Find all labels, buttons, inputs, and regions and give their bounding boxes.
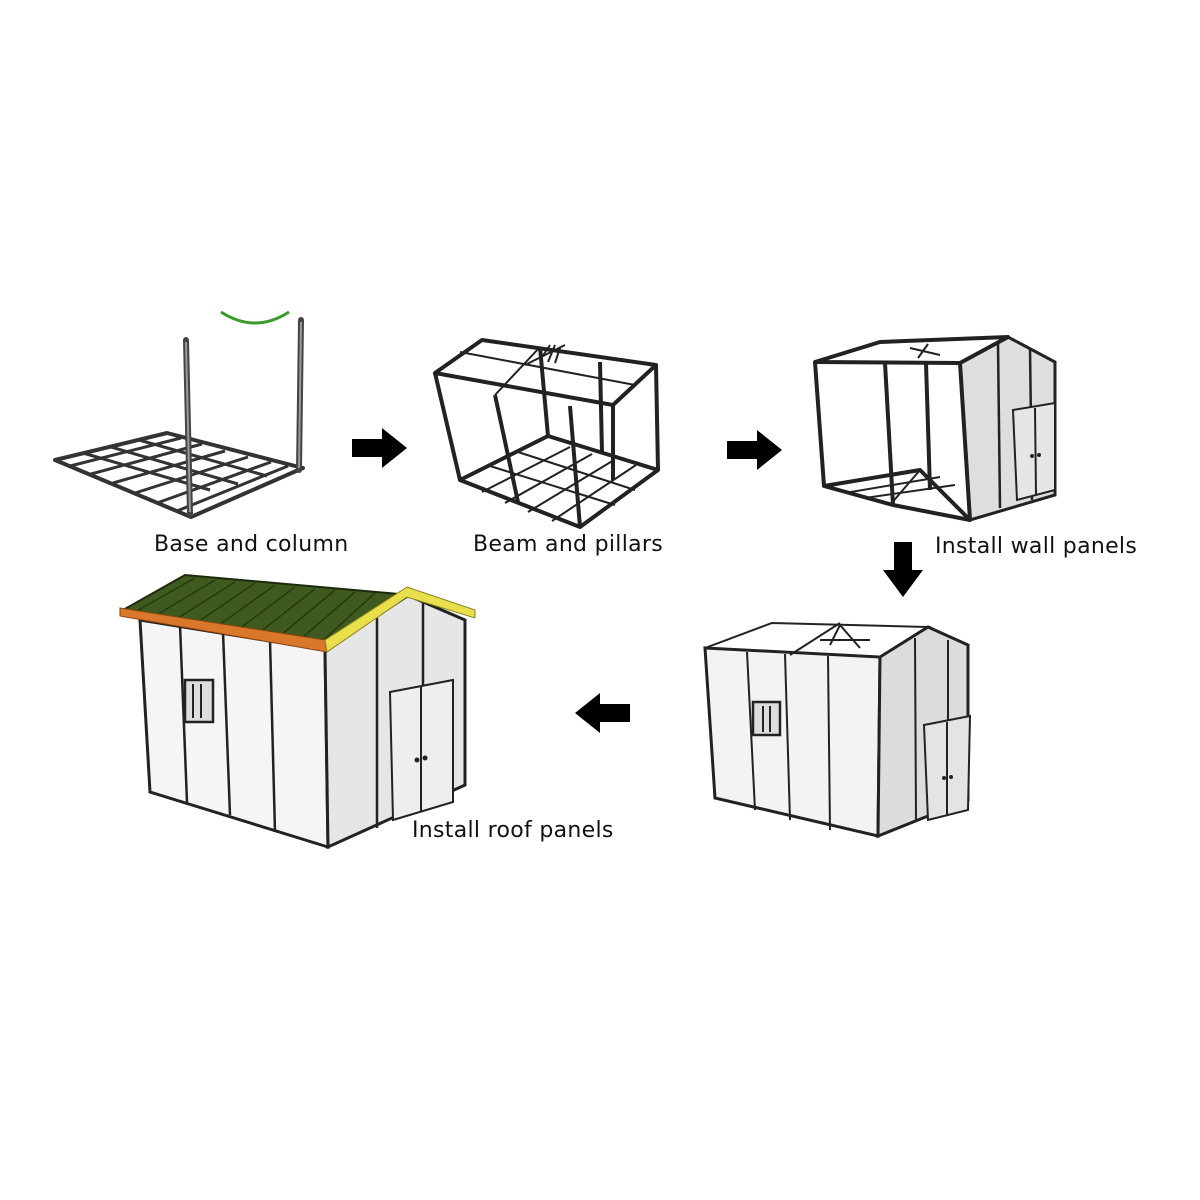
step-beam-and-pillars: Beam and pillars — [430, 330, 670, 560]
step-base-and-column: Base and column — [45, 310, 348, 557]
step-walls-complete — [700, 620, 980, 840]
arrow-down-icon — [883, 542, 923, 597]
step-label: Install roof panels — [412, 818, 614, 843]
base-frame-illustration — [53, 317, 305, 519]
step-install-roof-panels: Install roof panels — [115, 570, 645, 860]
green-arc-decoration — [220, 310, 290, 325]
step-install-wall-panels: Install wall panels — [810, 330, 1170, 597]
step-label: Beam and pillars — [473, 532, 664, 557]
completed-house-illustration — [119, 573, 476, 850]
beam-frame-illustration — [433, 338, 660, 529]
walls-complete-illustration — [703, 621, 972, 839]
arrow-left-icon — [575, 693, 630, 733]
step-label: Base and column — [154, 532, 349, 557]
arrow-right-icon — [352, 428, 407, 468]
wall-panel-illustration — [813, 335, 1057, 522]
step-label: Install wall panels — [935, 534, 1138, 559]
arrow-right-icon — [727, 430, 782, 470]
